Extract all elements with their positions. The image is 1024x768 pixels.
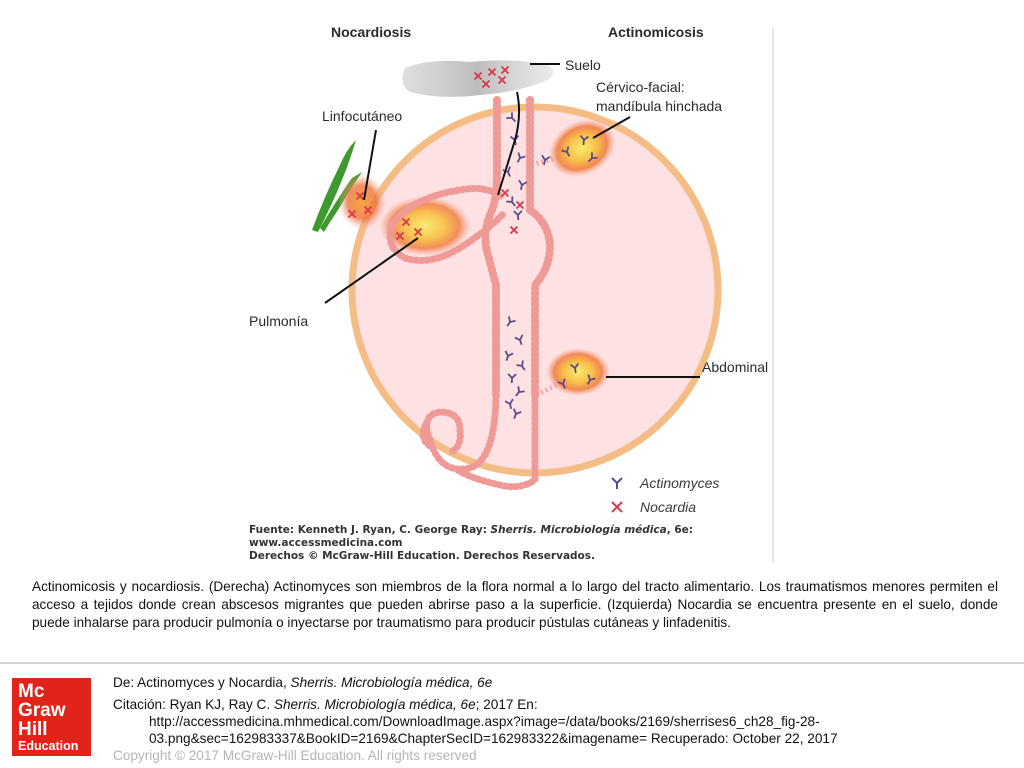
source-line-1: Fuente: Kenneth J. Ryan, C. George Ray: … <box>249 524 693 536</box>
nocardia-marker <box>481 79 491 89</box>
actinomyces-marker <box>587 152 598 163</box>
actinomyces-marker <box>513 210 523 221</box>
nocardia-marker <box>355 191 365 201</box>
abdominal-abscess <box>546 348 610 396</box>
pointer-lines <box>324 63 700 378</box>
credits-url-line-1[interactable]: http://accessmedicina.mhmedical.com/Down… <box>149 714 820 729</box>
lung-sac <box>386 185 509 264</box>
actinomyces-marker <box>569 362 580 374</box>
migration-tracts <box>531 155 558 398</box>
nocardia-marker <box>347 209 357 219</box>
nocardia-marker <box>363 205 373 215</box>
nocardia-marker <box>487 67 497 77</box>
label-cervicofacial-1: Cérvico-facial: <box>596 79 685 95</box>
soil-cloud <box>402 60 554 97</box>
legend: Actinomyces Nocardia <box>611 475 719 515</box>
actinomyces-marker <box>515 386 525 397</box>
nocardia-marker <box>395 231 405 241</box>
actinomyces-marker <box>504 398 514 410</box>
nocardia-marker <box>500 65 510 75</box>
cervicofacial-abscess <box>548 119 616 177</box>
actinomyces-marker <box>504 350 514 362</box>
nocardia-marker <box>473 71 483 81</box>
label-abdominal: Abdominal <box>702 359 768 375</box>
actinomyces-marker <box>516 360 526 371</box>
actinomyces-marker <box>513 408 522 419</box>
source-rights: Derechos © McGraw-Hill Education. Derech… <box>249 550 595 562</box>
logo-line-3: Hill <box>18 719 48 740</box>
nocardia-marker <box>515 200 525 210</box>
copyright-text: Copyright © 2017 McGraw-Hill Education. … <box>113 748 477 763</box>
nocardia-marker <box>497 75 507 85</box>
actinomyces-marker <box>514 334 524 346</box>
actinomyces-marker <box>557 378 566 389</box>
credits-from: De: Actinomyces y Nocardia, Sherris. Mic… <box>113 675 493 690</box>
nocardia-marker <box>413 227 423 237</box>
actinomyces-marker <box>506 316 516 327</box>
header-actinomicosis: Actinomicosis <box>608 24 704 40</box>
legend-actinomyces-label: Actinomyces <box>639 475 719 491</box>
header-nocardiosis: Nocardiosis <box>331 24 411 40</box>
mcgraw-hill-logo: Mc Graw Hill Education <box>12 678 91 756</box>
actinomyces-marker <box>561 146 571 157</box>
credits-citation: Citación: Ryan KJ, Ray C. Sherris. Micro… <box>113 697 538 712</box>
alimentary-tract <box>419 96 555 491</box>
label-soil: Suelo <box>565 57 601 73</box>
nocardia-marker <box>500 188 510 198</box>
label-cervicofacial-2: mandíbula hinchada <box>596 98 722 114</box>
source-url: www.accessmedicina.com <box>249 537 403 549</box>
actinomyces-marker <box>541 154 551 166</box>
legend-nocardia-label: Nocardia <box>640 499 696 515</box>
legend-actinomyces-icon <box>611 477 623 489</box>
legend-nocardia-icon <box>611 501 623 513</box>
actinomycosis-nocardiosis-diagram: Nocardiosis Actinomicosis <box>249 24 774 562</box>
nocardia-marker <box>401 217 411 227</box>
footer-divider <box>0 662 1024 664</box>
actinomyces-marker <box>518 179 528 191</box>
actinomyces-marker <box>506 112 517 123</box>
actinomyces-marker <box>507 373 517 384</box>
actinomyces-marker <box>586 374 596 385</box>
logo-line-1: Mc <box>18 681 45 702</box>
credits-url-line-2[interactable]: 03.png&sec=162983337&BookID=2169&Chapter… <box>149 731 838 746</box>
actinomyces-marker <box>506 196 516 207</box>
organism-markers <box>347 65 598 419</box>
nocardia-marker <box>509 225 519 235</box>
credits-block: De: Actinomyces y Nocardia, Sherris. Mic… <box>113 674 1003 764</box>
source-box: Fuente: Kenneth J. Ryan, C. George Ray: … <box>249 524 693 562</box>
logo-line-4: Education <box>18 739 79 753</box>
figure-caption: Actinomicosis y nocardiosis. (Derecha) A… <box>32 579 998 630</box>
logo-line-2: Graw <box>18 700 66 721</box>
actinomyces-marker <box>579 134 590 146</box>
label-pneumonia: Pulmonía <box>249 313 308 329</box>
actinomyces-marker <box>516 152 526 163</box>
label-lymphocutaneous: Linfocutáneo <box>322 108 402 124</box>
skin-lesion <box>338 174 386 230</box>
actinomyces-marker <box>502 166 511 177</box>
